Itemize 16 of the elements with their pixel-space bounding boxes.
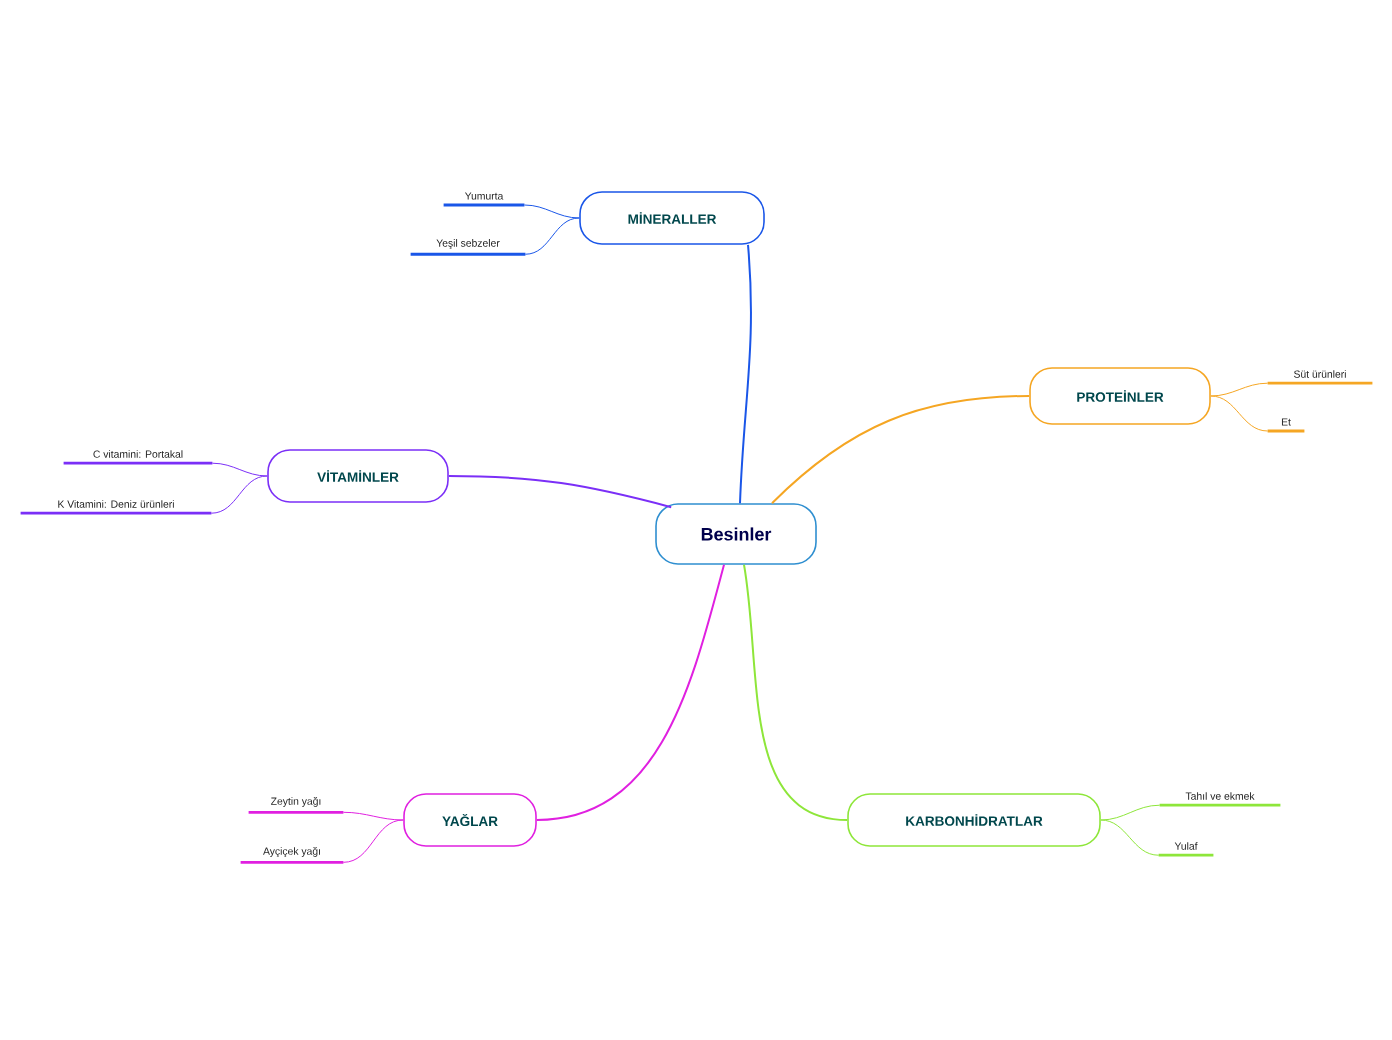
connector bbox=[342, 819, 404, 863]
connector bbox=[1100, 804, 1161, 821]
connector bbox=[447, 475, 673, 509]
connector bbox=[1210, 395, 1269, 432]
connector bbox=[1100, 819, 1160, 856]
connector bbox=[211, 462, 268, 477]
connector bbox=[523, 204, 580, 219]
connector bbox=[524, 217, 580, 255]
central-topic: Besinler bbox=[655, 503, 817, 565]
connector bbox=[342, 811, 404, 821]
connector bbox=[210, 475, 268, 514]
connector bbox=[1210, 382, 1269, 397]
connector bbox=[739, 243, 752, 505]
connector bbox=[535, 563, 725, 821]
connector bbox=[743, 563, 849, 821]
connector bbox=[771, 395, 1031, 505]
